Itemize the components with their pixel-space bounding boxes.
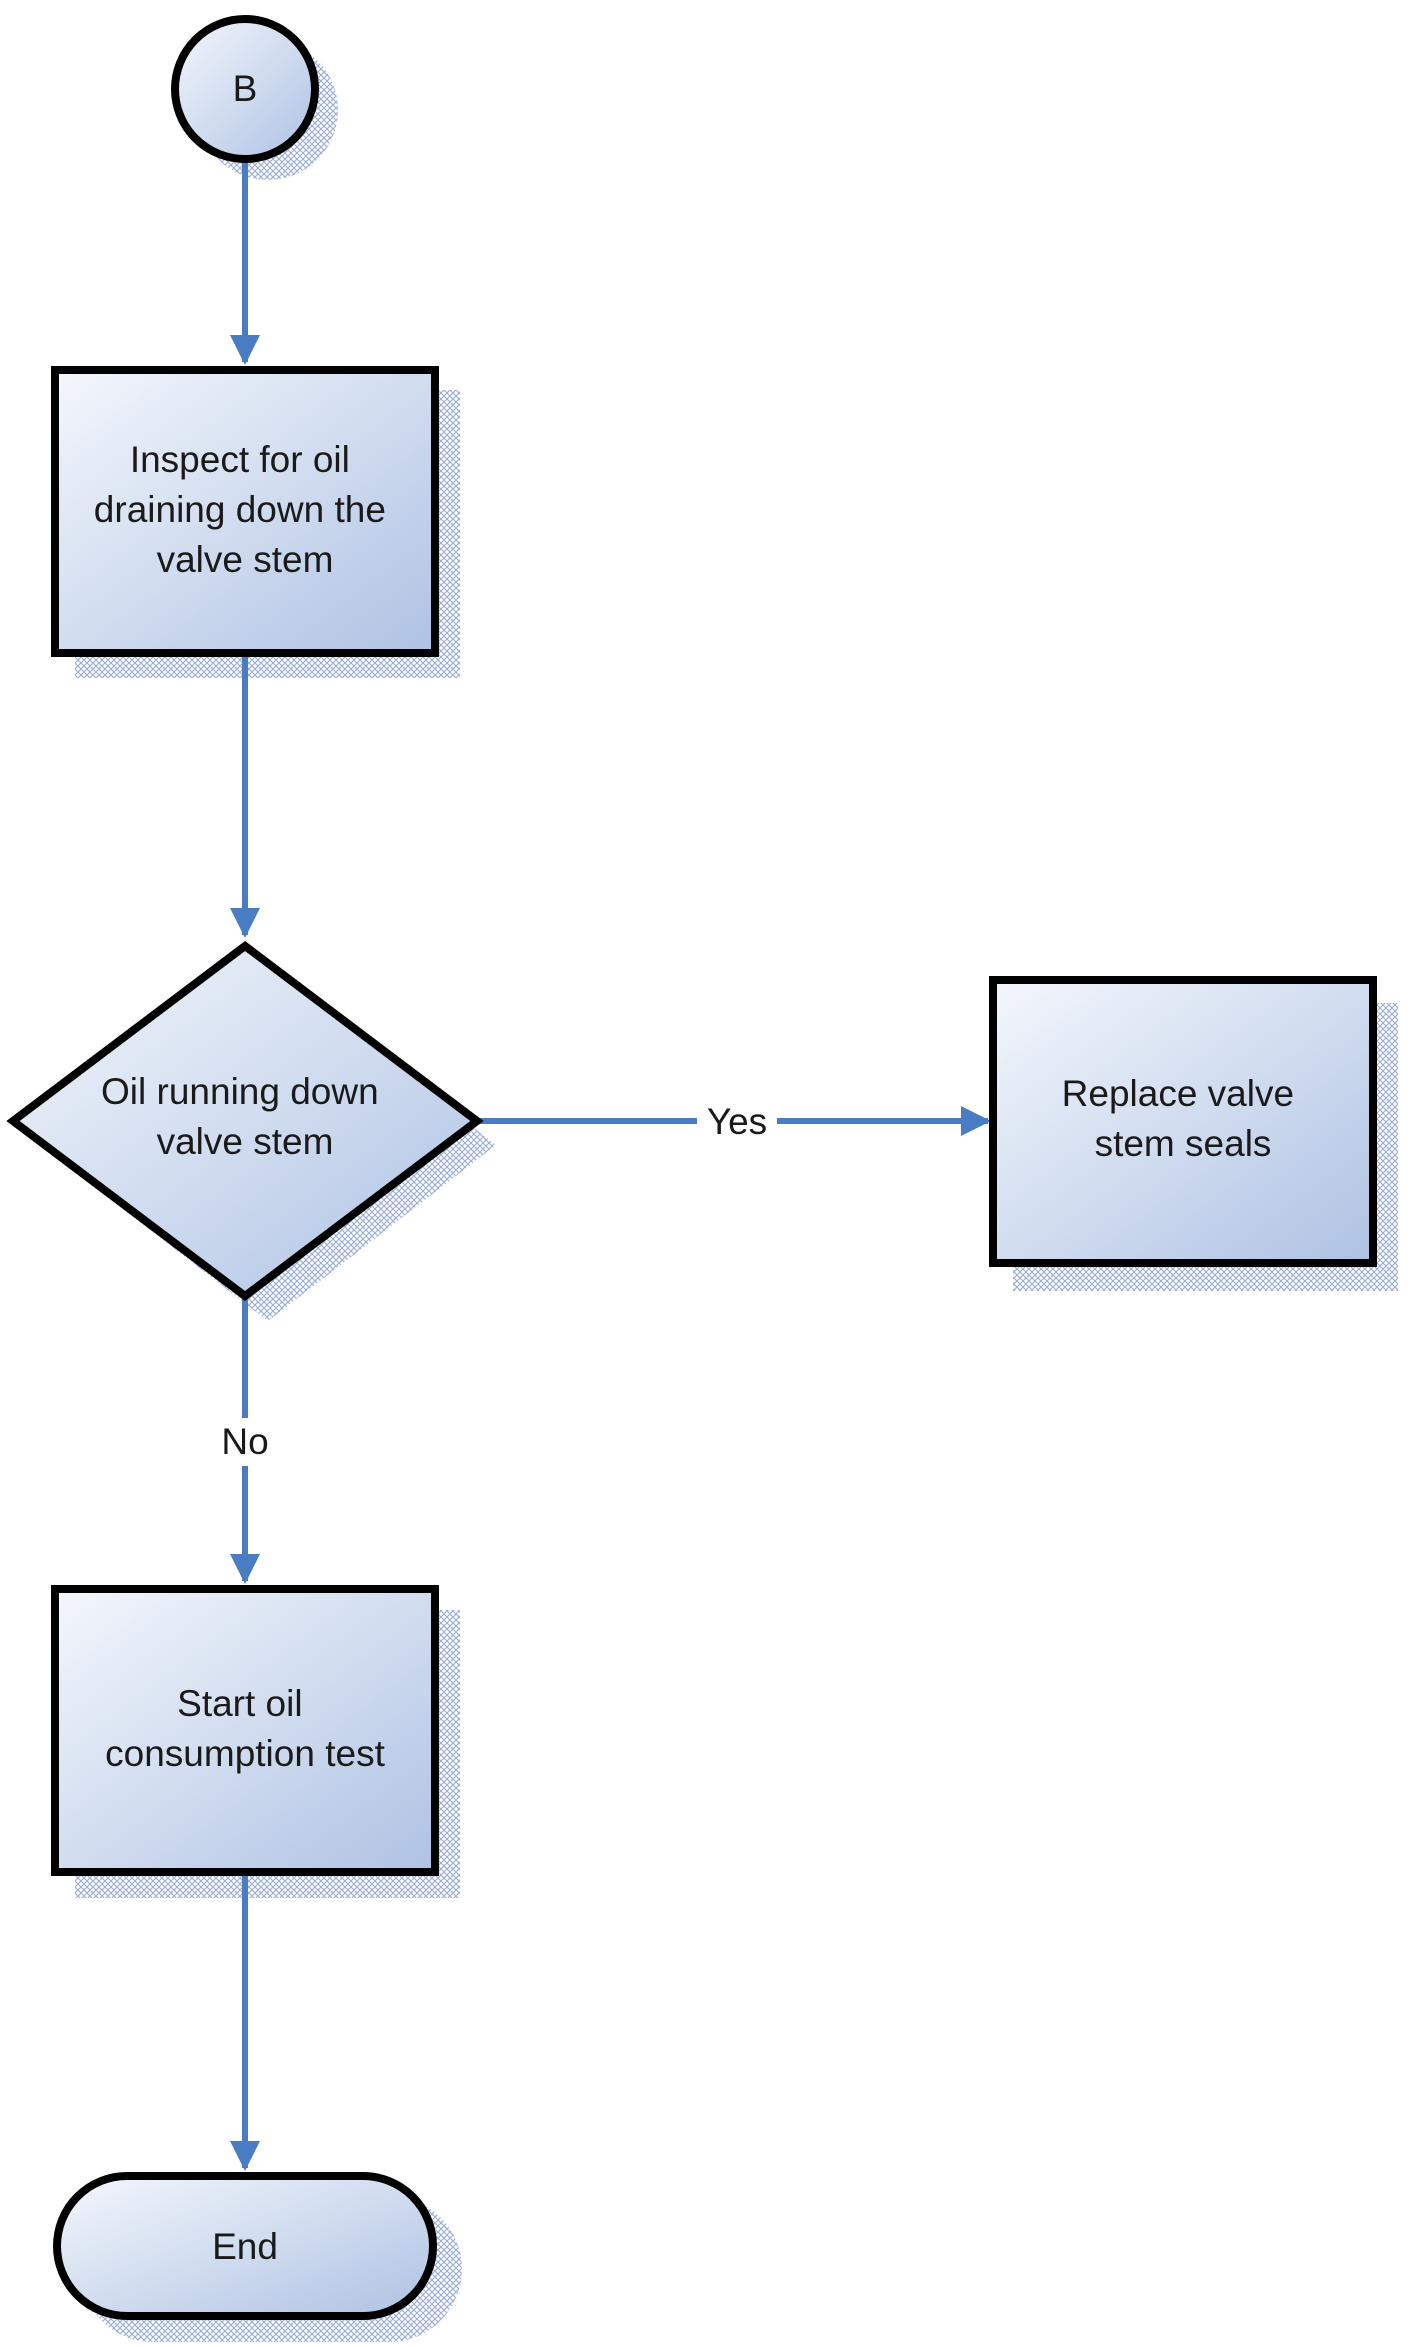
no-label: No [221,1421,268,1462]
start-test-text: Start oil consumption test [105,1683,385,1774]
yes-label-group: Yes [697,1096,777,1144]
connector-b-node[interactable]: B [171,15,319,163]
oil-running-decision-node[interactable]: Oil running down valve stem [6,940,484,1302]
connector-b-label: B [233,68,258,109]
no-label-group: No [210,1418,280,1466]
inspect-process-node[interactable]: Inspect for oil draining down the valve … [51,366,439,657]
start-test-process-node[interactable]: Start oil consumption test [51,1585,439,1876]
end-terminator-node[interactable]: End [53,2172,437,2320]
decision-text: Oil running down valve stem [101,1071,389,1162]
yes-label: Yes [707,1101,767,1142]
replace-seals-text: Replace valve stem seals [1062,1073,1305,1164]
replace-seals-process-node[interactable]: Replace valve stem seals [989,976,1377,1267]
inspect-process-text: Inspect for oil draining down the valve … [94,439,396,580]
end-label: End [212,2226,278,2267]
